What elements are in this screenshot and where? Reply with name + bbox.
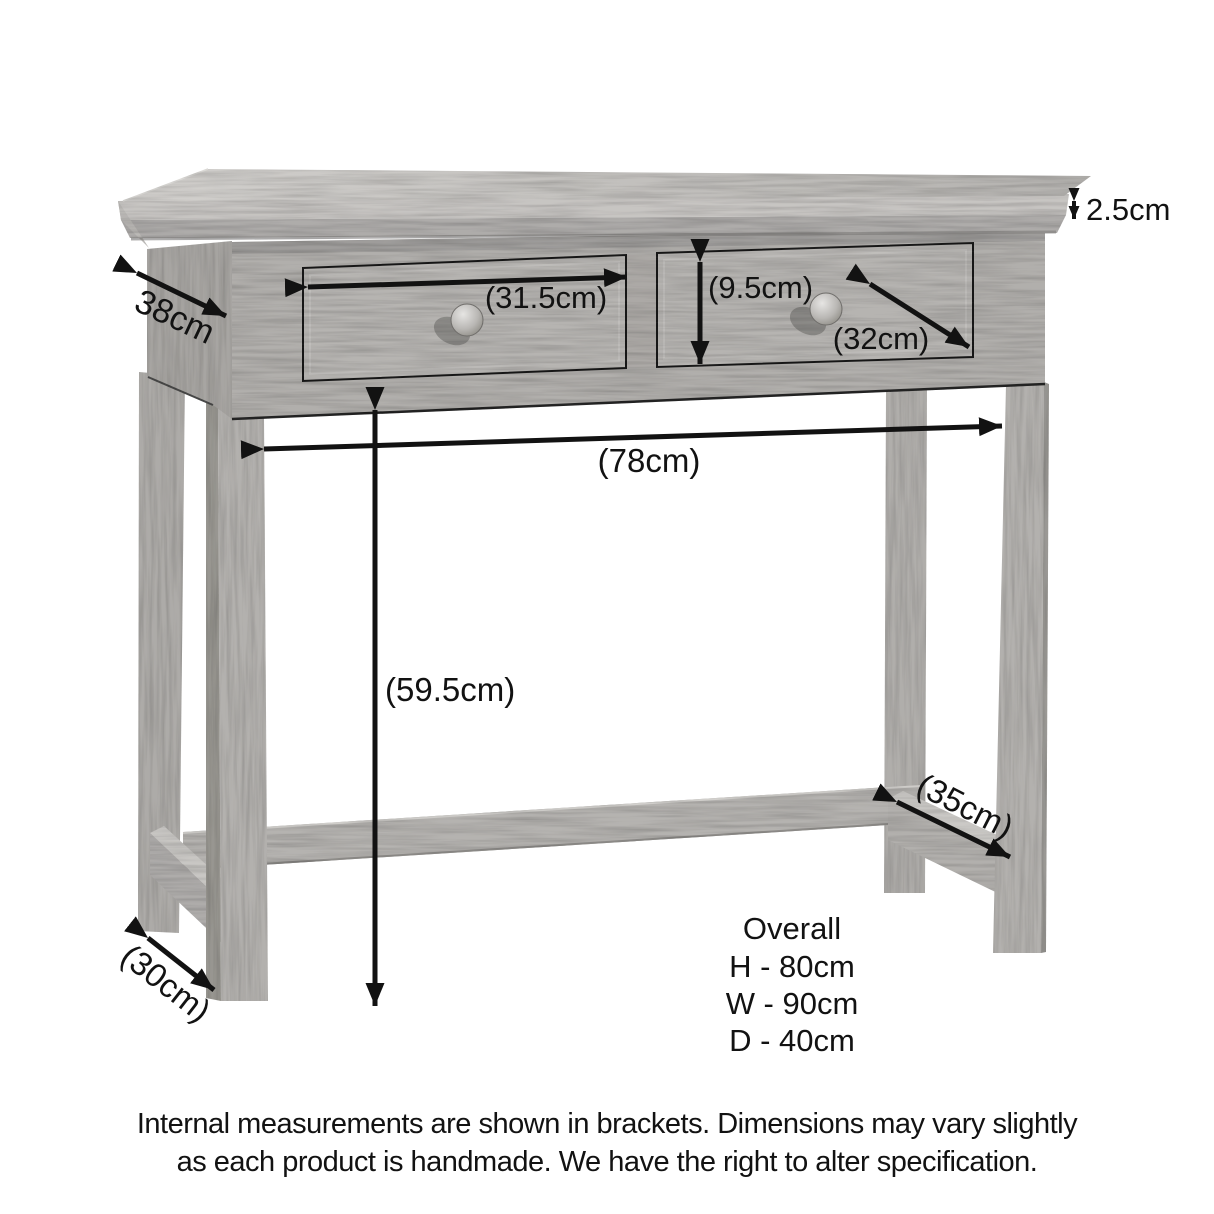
right-drawer-bevel [663, 248, 967, 361]
overall-width: W - 90cm [726, 986, 859, 1021]
overall-dimensions: Overall H - 80cm W - 90cm D - 40cm [726, 911, 859, 1058]
top-molding-edge [118, 194, 1069, 220]
dim-arrow-left-drawer-width [284, 268, 628, 298]
rear-legs [138, 372, 927, 933]
right-drawer-knob[interactable] [809, 292, 843, 326]
overall-title: Overall [743, 911, 841, 946]
dim-label-under-height: (59.5cm) [385, 671, 515, 708]
rear-right-leg [884, 390, 927, 893]
front-right-leg-edge [1041, 382, 1049, 953]
table-top [123, 169, 1091, 201]
overall-depth: D - 40cm [729, 1023, 855, 1058]
front-left-leg-side [206, 400, 221, 1001]
footer-line-2: as each product is handmade. We have the… [177, 1146, 1038, 1178]
dim-arrow-internal-width [240, 417, 1003, 460]
left-drawer-knob[interactable] [450, 303, 484, 337]
dim-arrow-foot-depth [124, 916, 216, 992]
dim-arrow-right-drawer-width [845, 263, 971, 350]
dim-label-left-drawer-width: (31.5cm) [485, 280, 607, 315]
dim-label-top-thickness: 2.5cm [1086, 192, 1170, 227]
long-stretcher-group [182, 785, 921, 870]
long-stretcher [183, 785, 920, 870]
dim-label-right-drawer-width: (32cm) [833, 321, 929, 356]
rear-left-leg [138, 372, 185, 933]
left-drawer-bevel [309, 260, 620, 376]
top-molding-corner [118, 201, 149, 248]
drawer-divider [627, 254, 657, 368]
dim-arrow-side-depth [112, 254, 228, 319]
footer-line-1: Internal measurements are shown in brack… [137, 1108, 1078, 1140]
drawer-knobs [433, 292, 843, 346]
overall-height: H - 80cm [729, 949, 855, 984]
front-left-leg [218, 404, 268, 1001]
front-right-leg [993, 382, 1044, 953]
dim-label-internal-width: (78cm) [598, 442, 701, 479]
left-side-stretcher-front [150, 833, 222, 943]
carcass-top-shadow [232, 229, 1045, 254]
dim-arrow-stretcher-depth [872, 783, 1012, 860]
dim-label-drawer-height: (9.5cm) [708, 270, 813, 305]
footer-note: Internal measurements are shown in brack… [137, 1108, 1079, 1178]
dimension-arrows [112, 188, 1080, 1006]
